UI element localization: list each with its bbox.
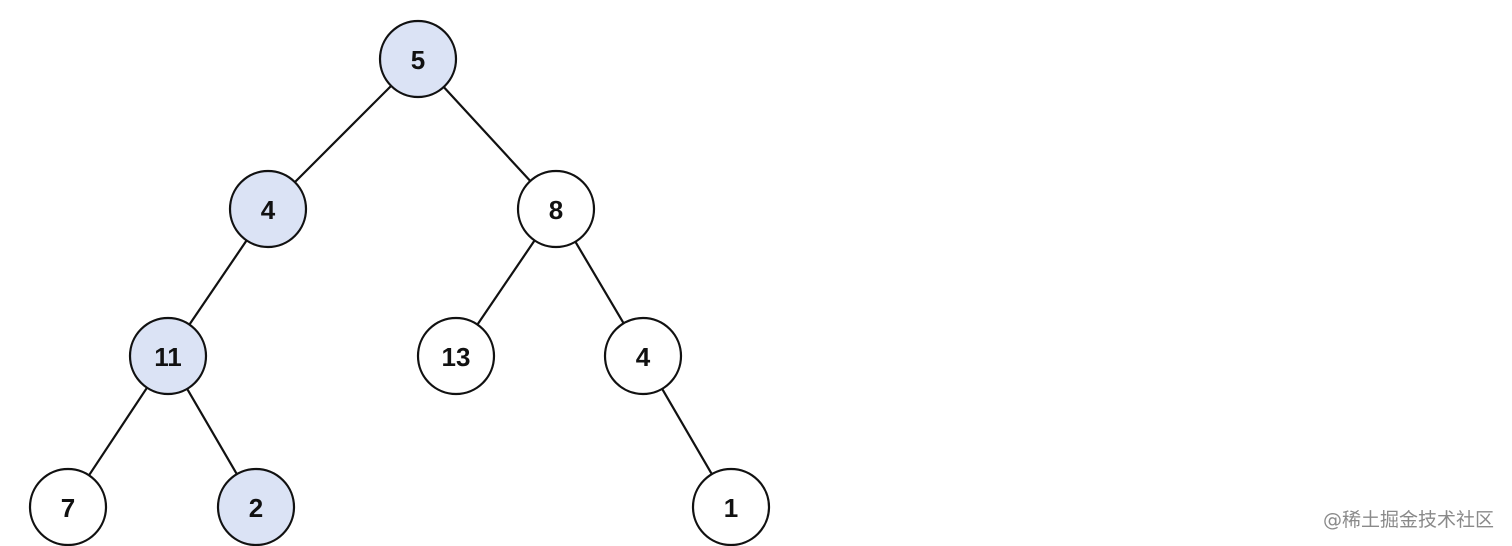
tree-node-n7: 7 — [28, 467, 108, 546]
edge-n11-n7 — [88, 387, 148, 476]
edge-n5-n4 — [294, 85, 392, 183]
node-value: 11 — [154, 342, 182, 372]
edge-n4-n11 — [188, 239, 248, 326]
node-circle — [516, 169, 596, 249]
tree-node-n8: 8 — [516, 169, 596, 249]
node-circle — [128, 316, 208, 396]
tree-node-n5: 5 — [378, 19, 458, 99]
node-value: 13 — [442, 342, 471, 372]
tree-nodes: 5 4 8 11 13 4 7 2 1 — [28, 19, 771, 546]
node-value: 7 — [61, 493, 75, 523]
edge-n8-n13 — [476, 239, 536, 326]
edge-n4b-n1 — [661, 388, 713, 475]
node-value: 2 — [249, 493, 263, 523]
tree-edges — [88, 85, 713, 476]
node-value: 1 — [724, 493, 738, 523]
node-value: 4 — [261, 195, 276, 225]
tree-node-n1: 1 — [691, 467, 771, 546]
node-circle — [603, 316, 683, 396]
node-value: 8 — [549, 195, 563, 225]
tree-node-n2: 2 — [216, 467, 296, 546]
node-value: 5 — [411, 45, 425, 75]
node-circle — [691, 467, 771, 546]
edge-n5-n8 — [442, 86, 532, 182]
node-circle — [216, 467, 296, 546]
watermark-text: @稀土掘金技术社区 — [1322, 509, 1494, 531]
edge-n11-n2 — [186, 388, 238, 475]
tree-node-n11: 11 — [128, 316, 208, 396]
edge-n8-n4b — [574, 241, 625, 324]
node-circle — [416, 316, 496, 396]
node-circle — [28, 467, 108, 546]
node-circle — [378, 19, 458, 99]
node-value: 4 — [636, 342, 651, 372]
tree-node-n4b: 4 — [603, 316, 683, 396]
node-circle — [228, 169, 308, 249]
tree-node-n13: 13 — [416, 316, 496, 396]
tree-node-n4: 4 — [228, 169, 308, 249]
